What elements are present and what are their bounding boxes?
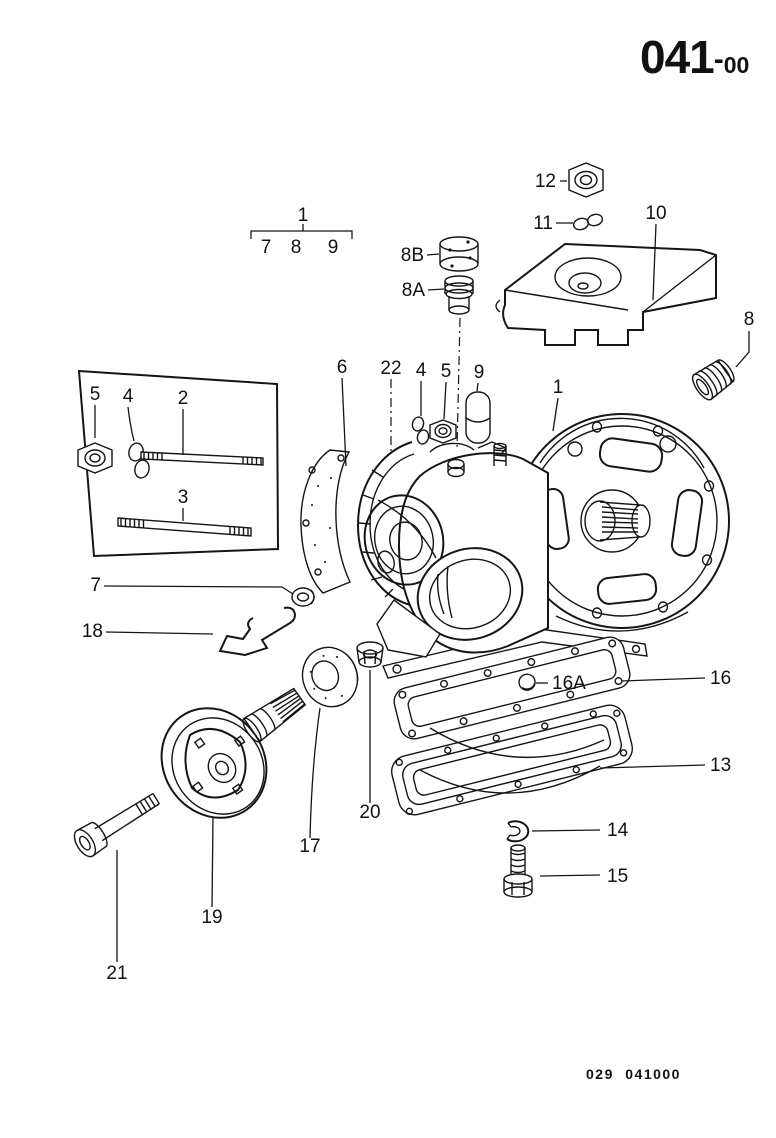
housing-face-windows — [540, 435, 704, 605]
callout-22: 22 — [380, 358, 401, 379]
page-code: 041-00 — [640, 30, 770, 84]
leader-lines — [94, 180, 750, 962]
callout-13: 13 — [710, 755, 731, 776]
breather-center-line — [456, 317, 461, 451]
spring-washer-4-box — [128, 442, 150, 479]
threaded-plug-8 — [691, 359, 735, 401]
callout-16a: 16A — [552, 673, 586, 694]
page-code-main: 041 — [640, 31, 715, 83]
callout-8-group: 8 — [291, 237, 302, 258]
callout-8: 8 — [744, 309, 755, 330]
callout-1-housing: 1 — [553, 377, 564, 398]
callout-11: 11 — [533, 213, 553, 234]
callout-4-box: 4 — [123, 386, 134, 407]
pan-bolt-15 — [503, 844, 533, 898]
callout-5-mid: 5 — [441, 361, 452, 382]
callout-10: 10 — [645, 203, 666, 224]
callout-17: 17 — [299, 836, 320, 857]
housing-stud — [493, 442, 507, 466]
dowel-pin-9 — [465, 391, 491, 444]
callout-20: 20 — [359, 802, 380, 823]
stud-2 — [140, 451, 264, 466]
flange-spline-shaft — [242, 687, 307, 743]
callout-21: 21 — [106, 963, 127, 984]
callout-15: 15 — [607, 866, 628, 887]
hex-nut-12 — [568, 162, 604, 198]
callout-7: 7 — [90, 575, 101, 596]
callout-6: 6 — [337, 357, 348, 378]
callout-9-mid: 9 — [474, 362, 485, 383]
callout-12: 12 — [535, 171, 556, 192]
hex-nut-5-mid — [429, 419, 457, 444]
stud-kit-box — [77, 369, 280, 558]
drain-plug-16a — [518, 673, 536, 691]
page-code-separator: - — [713, 43, 724, 76]
bushing-7 — [291, 587, 315, 607]
lock-washer-14 — [506, 820, 530, 843]
callout-3: 3 — [178, 487, 189, 508]
callout-8b: 8B — [401, 245, 424, 266]
callout-19: 19 — [201, 907, 222, 928]
cover-plate-drawing — [495, 242, 717, 346]
callout-16: 16 — [710, 668, 731, 689]
gear-carrier-drawing — [363, 441, 549, 658]
document-code: 029 041000 — [586, 1066, 681, 1082]
pan-wall-curve — [429, 727, 605, 759]
callout-5-box: 5 — [90, 384, 101, 405]
cap-8b — [439, 236, 479, 272]
callout-18: 18 — [82, 621, 103, 642]
oil-pan-gasket-drawing — [393, 636, 631, 740]
callout-4-mid: 4 — [416, 360, 427, 381]
callout-labels: 12 11 10 8 1 7 8 9 8B 8A 5 4 2 3 6 22 4 … — [82, 171, 754, 984]
oil-pan-drawing — [391, 704, 633, 816]
callout-8a: 8A — [402, 280, 426, 301]
callout-9-group: 9 — [328, 237, 339, 258]
callout-1-group: 1 — [298, 205, 309, 226]
hex-nut-5-box — [77, 442, 113, 474]
shaft-nut-20 — [356, 641, 384, 668]
page-code-revision: 00 — [723, 52, 750, 78]
stud-3 — [117, 517, 252, 537]
drive-flange-19 — [160, 687, 307, 819]
side-gasket-drawing — [300, 449, 351, 594]
spring-washer-11 — [572, 213, 604, 231]
wire-clip-18 — [218, 606, 297, 657]
oil-seal-17 — [301, 646, 359, 708]
transaxle-housing-drawing — [514, 413, 730, 632]
spring-washer-4-mid — [411, 416, 430, 445]
breather-valve-8a — [444, 275, 474, 315]
socket-bolt-21 — [73, 792, 160, 858]
pan-sump-curve — [419, 765, 601, 794]
callout-14: 14 — [607, 820, 629, 841]
output-shaft-spline — [580, 489, 651, 553]
callout-2: 2 — [178, 388, 189, 409]
callout-7-group: 7 — [261, 237, 272, 258]
